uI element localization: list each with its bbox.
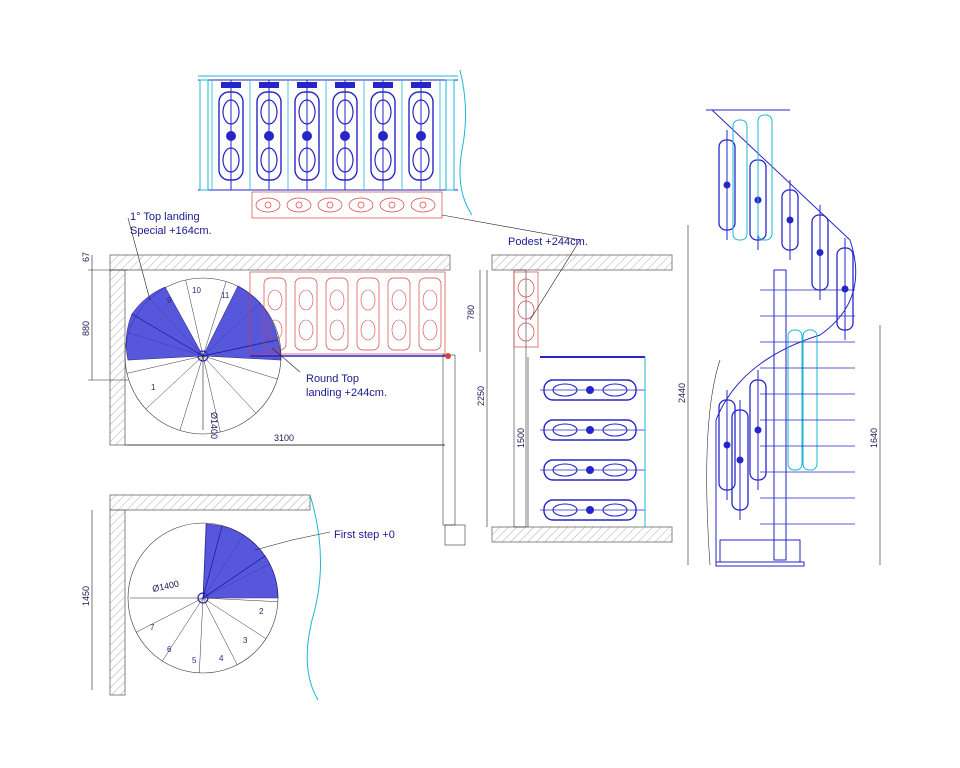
- upper-plan-top-wall: [109, 254, 451, 271]
- tread-line: [185, 279, 204, 357]
- first-step-label: First step +0: [334, 529, 395, 541]
- cyan-baluster: [787, 329, 803, 471]
- step-number: 1: [151, 383, 156, 392]
- dim-diameter-top: Ø1400: [209, 412, 219, 439]
- cyan-baluster: [732, 119, 748, 241]
- top-landing-label-2: Special +164cm.: [130, 225, 212, 237]
- tread-line: [179, 355, 204, 431]
- tread-line: [136, 597, 204, 633]
- top-railing-elevation: [198, 69, 473, 219]
- spiral-baluster: [718, 130, 736, 240]
- dim-2250: 2250: [476, 386, 486, 406]
- tread-line: [202, 597, 278, 602]
- tread-line: [145, 355, 204, 410]
- horizontal-ornament: [540, 379, 645, 401]
- red-ornament: [517, 322, 535, 342]
- spiral-elevation: [706, 109, 857, 567]
- spiral-baluster: [718, 390, 736, 500]
- red-ornament: [317, 197, 343, 213]
- ornate-baluster: [294, 80, 320, 190]
- tread-line: [202, 597, 267, 639]
- cyan-baluster: [802, 329, 818, 471]
- tread-line: [202, 355, 278, 380]
- landing-balustrade-plan: [249, 271, 446, 355]
- step-number: 4: [219, 654, 224, 663]
- lower-plan-top-wall: [109, 494, 311, 511]
- round-top-label-2: landing +244cm.: [306, 387, 387, 399]
- step-number: 9: [167, 296, 172, 305]
- dimension-lines: [88, 225, 881, 690]
- dim-2440: 2440: [677, 383, 687, 403]
- step-number: 11: [221, 291, 230, 300]
- step-number: 7: [150, 623, 155, 632]
- spiral-baluster: [811, 205, 829, 300]
- spiral-baluster: [781, 180, 799, 260]
- tread-line: [202, 281, 227, 357]
- leader-lines: [127, 214, 581, 551]
- ornate-baluster: [218, 80, 244, 190]
- spiral-baluster: [731, 400, 749, 520]
- dim-3100: 3100: [274, 433, 294, 443]
- red-panel: [263, 277, 287, 351]
- red-ornament: [255, 197, 281, 213]
- tread-line: [162, 597, 204, 662]
- dim-67: 67: [81, 252, 91, 262]
- podest-floor-slab: [491, 526, 673, 543]
- red-panel: [418, 277, 442, 351]
- ornate-baluster: [332, 80, 358, 190]
- top-baluster-group: [211, 80, 441, 190]
- ornate-baluster: [408, 80, 434, 190]
- podest-top-slab: [491, 254, 673, 271]
- upper-plan-left-wall: [109, 269, 126, 446]
- red-panel: [387, 277, 411, 351]
- spiral-baluster: [836, 238, 854, 340]
- top-landing-label-1: 1° Top landing: [130, 211, 200, 223]
- lower-plan-left-wall: [109, 509, 126, 696]
- ornate-baluster: [256, 80, 282, 190]
- red-panel: [294, 277, 318, 351]
- tread-line: [202, 355, 221, 433]
- ornate-baluster: [370, 80, 396, 190]
- step-number: 5: [192, 656, 197, 665]
- horizontal-ornament: [540, 459, 645, 481]
- round-top-label-1: Round Top: [306, 373, 359, 385]
- red-panel: [356, 277, 380, 351]
- step-number: 10: [192, 286, 201, 295]
- tread-line: [126, 355, 204, 374]
- red-ornament: [517, 300, 535, 320]
- tread-line: [199, 597, 204, 673]
- red-ornament: [348, 197, 374, 213]
- dim-1640: 1640: [869, 428, 879, 448]
- red-ornament: [286, 197, 312, 213]
- cyan-baluster: [757, 114, 773, 241]
- horizontal-ornament: [540, 499, 645, 521]
- red-panel: [325, 277, 349, 351]
- tread-line: [202, 597, 238, 665]
- step-number: 2: [259, 607, 264, 616]
- top-decor-panel: [251, 191, 443, 219]
- dim-1450: 1450: [81, 586, 91, 606]
- spiral-baluster: [749, 370, 767, 490]
- red-ornament: [410, 197, 436, 213]
- dim-780: 780: [466, 305, 476, 320]
- dim-diameter-bottom: Ø1400: [151, 579, 180, 594]
- dim-1500: 1500: [516, 428, 526, 448]
- tread-line: [202, 355, 257, 414]
- podest-elevation: [491, 254, 673, 543]
- dim-880: 880: [81, 321, 91, 336]
- step-number: 3: [243, 636, 248, 645]
- red-ornament: [517, 278, 535, 298]
- podest-label: Podest +244cm.: [508, 236, 588, 248]
- horizontal-ornament: [540, 419, 645, 441]
- lower-plan-view: [109, 494, 321, 701]
- step-number: 6: [167, 645, 172, 654]
- red-ornament: [379, 197, 405, 213]
